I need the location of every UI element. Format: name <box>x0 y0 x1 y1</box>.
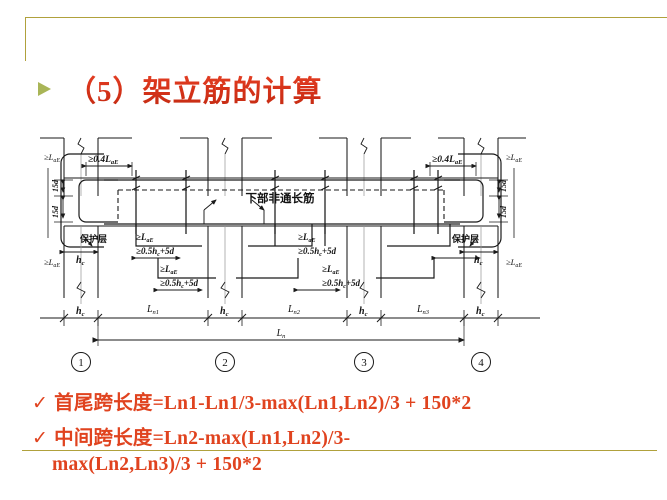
label-cover-left: 保护层 <box>79 233 107 244</box>
label-column-right: hc <box>474 255 483 267</box>
axis-mark-4: 4 <box>478 357 484 369</box>
dim-span-3: Ln3 <box>416 304 430 316</box>
label-cover-right: 保护层 <box>451 233 479 244</box>
axis-mark-2: 2 <box>222 357 228 369</box>
check-icon: ✓ <box>32 393 49 414</box>
formula-line-middle-span: ✓中间跨长度=Ln2-max(Ln1,Ln2)/3- <box>32 421 350 450</box>
label-interior-embed-4: ≥0.5hc+5d <box>322 278 361 290</box>
label-interior-embed-1: ≥0.5hc+5d <box>136 246 175 258</box>
formula-text-1: 首尾跨长度=Ln1-Ln1/3-max(Ln1,Ln2)/3 + 150*2 <box>54 393 472 414</box>
label-anchor-bottom-right: ≥LaE <box>506 257 522 269</box>
label-anchor-bottom-left: ≥LaE <box>44 257 60 269</box>
formula-line-first-last-span: ✓首尾跨长度=Ln1-Ln1/3-max(Ln1,Ln2)/3 + 150*2 <box>32 386 471 415</box>
dim-column-4: hc <box>476 306 485 318</box>
label-hook-lower-right: 15d <box>499 205 508 218</box>
dim-span-1: Ln1 <box>146 304 159 316</box>
slide-divider-rule <box>22 450 657 451</box>
dim-column-2: hc <box>220 306 229 318</box>
label-column-left: hc <box>76 255 85 267</box>
formula-line-middle-span-cont: max(Ln2,Ln3)/3 + 150*2 <box>52 454 262 476</box>
label-bend-right: ≥0.4LaE <box>432 155 463 166</box>
label-interior-anchor-1: ≥LaE <box>136 232 153 244</box>
page-title: （5）架立筋的计算 <box>38 68 323 110</box>
label-anchor-top-right: ≥LaE <box>506 152 522 164</box>
label-interior-anchor-4: ≥LaE <box>322 264 339 276</box>
label-anchor-top-left: ≥LaE <box>44 152 60 164</box>
diagram-center-note: 下部非通长筋 <box>246 191 315 205</box>
beam-reinforcement-diagram: 下部非通长筋 ≥LaE ≥LaE ≥0.4LaE 15d 15d 保护层 hc … <box>40 118 550 373</box>
label-interior-embed-2: ≥0.5hc+5d <box>160 278 199 290</box>
label-hook-upper-right: 15d <box>499 179 508 192</box>
check-icon: ✓ <box>32 428 49 449</box>
label-hook-lower-left: 15d <box>51 205 60 218</box>
dim-column-3: hc <box>359 306 368 318</box>
slide-frame-left-rule <box>25 17 26 61</box>
axis-mark-3: 3 <box>361 357 367 369</box>
formula-text-2: 中间跨长度=Ln2-max(Ln1,Ln2)/3- <box>54 428 351 449</box>
label-interior-embed-3: ≥0.5hc+5d <box>298 246 337 258</box>
dim-span-2: Ln2 <box>287 304 301 316</box>
label-interior-anchor-3: ≥LaE <box>298 232 315 244</box>
dim-column-1: hc <box>76 306 85 318</box>
dim-total: Ln <box>276 328 286 340</box>
triangle-right-icon <box>38 82 51 96</box>
page-title-text: （5）架立筋的计算 <box>67 68 323 110</box>
formula-text-3: max(Ln2,Ln3)/3 + 150*2 <box>52 454 262 475</box>
axis-mark-1: 1 <box>78 357 84 369</box>
label-interior-anchor-2: ≥LaE <box>160 264 177 276</box>
slide-frame-top-rule <box>25 17 667 18</box>
label-bend-left: ≥0.4LaE <box>88 155 119 166</box>
label-hook-upper-left: 15d <box>51 179 60 192</box>
